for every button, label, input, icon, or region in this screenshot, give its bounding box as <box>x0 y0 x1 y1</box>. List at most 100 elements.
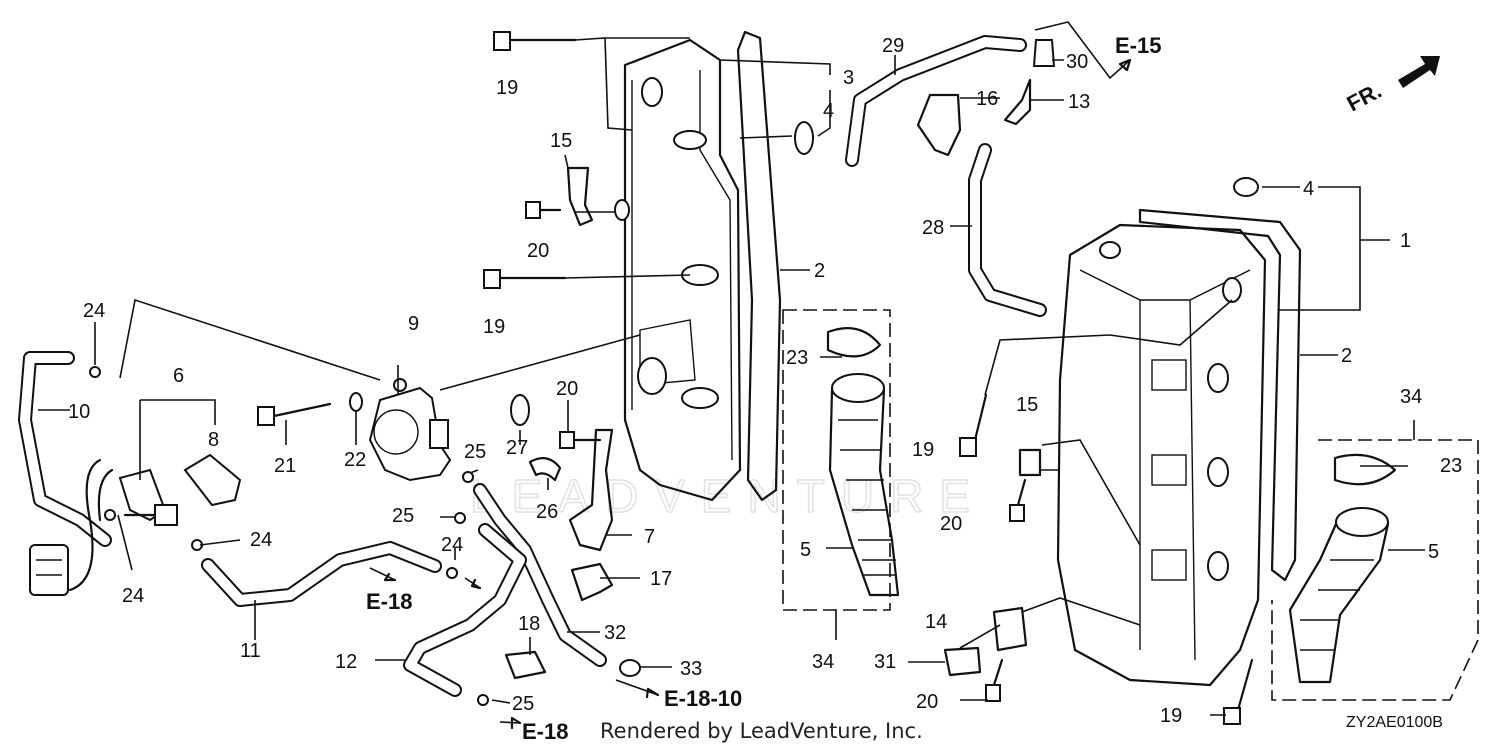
callout-2: 2 <box>814 260 825 282</box>
callout-6: 6 <box>173 365 184 387</box>
hose-29[interactable] <box>845 35 1027 167</box>
callout-15: 15 <box>550 130 572 152</box>
callout-25: 25 <box>512 693 534 715</box>
kit-box-34-right <box>1271 439 1479 701</box>
bracket-15-right[interactable] <box>1018 448 1042 477</box>
head-cover-right[interactable] <box>1056 223 1267 687</box>
callout-4: 4 <box>1303 178 1314 200</box>
callout-12: 12 <box>335 651 357 673</box>
callout-10: 10 <box>68 401 90 423</box>
hose-11[interactable] <box>201 541 442 607</box>
callout-11: 11 <box>240 640 261 662</box>
callout-1: 1 <box>1400 230 1411 252</box>
gasket-right[interactable] <box>1138 208 1302 582</box>
clamp-26[interactable] <box>528 457 562 482</box>
callout-30: 30 <box>1066 51 1088 73</box>
callout-15: 15 <box>1016 394 1038 416</box>
hose-32[interactable] <box>473 483 607 667</box>
bolt-20-right-a[interactable] <box>1009 478 1027 522</box>
callout-20: 20 <box>940 513 962 535</box>
callout-27: 27 <box>506 437 528 459</box>
o-ring-27[interactable] <box>510 394 530 426</box>
cap-8[interactable] <box>183 453 242 507</box>
leader-lines <box>38 21 1425 730</box>
front-label: FR. <box>1343 78 1386 117</box>
callout-19: 19 <box>483 316 505 338</box>
callout-17: 17 <box>650 568 672 590</box>
clips[interactable] <box>89 366 489 706</box>
callout-22: 22 <box>344 449 366 471</box>
sensor-harness[interactable] <box>29 458 114 596</box>
ref-e15[interactable]: E-15 <box>1115 33 1161 58</box>
callout-2: 2 <box>1341 345 1352 367</box>
grommet-15[interactable] <box>614 199 630 221</box>
bolt-20-upper[interactable] <box>525 201 562 219</box>
callout-13: 13 <box>1068 91 1090 113</box>
clamp-33[interactable] <box>619 659 641 677</box>
clamp-23-right[interactable] <box>1333 453 1397 486</box>
callout-23: 23 <box>786 347 808 369</box>
bolt-19-mid[interactable] <box>483 269 567 289</box>
pump-9[interactable] <box>368 378 452 482</box>
clamp-31[interactable] <box>943 646 982 677</box>
callout-32: 32 <box>604 622 626 644</box>
callout-4: 4 <box>823 100 834 122</box>
callout-5: 5 <box>1428 541 1439 563</box>
clamp-18[interactable] <box>504 650 547 680</box>
hose-10[interactable] <box>18 351 112 547</box>
callout-34: 34 <box>1400 386 1422 408</box>
callout-24: 24 <box>441 534 463 556</box>
front-direction-arrow: FR. <box>1343 56 1440 116</box>
washer-22[interactable] <box>349 392 363 412</box>
bolt-20-pump[interactable] <box>559 431 602 449</box>
callout-23: 23 <box>1440 455 1462 477</box>
credit-text: Rendered by LeadVenture, Inc. <box>600 719 923 743</box>
callout-19: 19 <box>1160 705 1182 727</box>
clamp-16[interactable] <box>916 93 962 157</box>
callout-8: 8 <box>208 429 219 451</box>
callout-9: 9 <box>408 313 419 335</box>
breather-tube-5-center[interactable] <box>828 373 900 597</box>
callout-34: 34 <box>812 651 834 673</box>
callout-33: 33 <box>680 658 702 680</box>
grommet-right[interactable] <box>1233 177 1259 197</box>
joint-30[interactable] <box>1032 39 1056 67</box>
bolt-19-top[interactable] <box>493 31 577 51</box>
joint-13[interactable] <box>1003 78 1032 126</box>
callout-21: 21 <box>274 455 296 477</box>
hose-12[interactable] <box>403 523 527 697</box>
callout-20: 20 <box>556 378 578 400</box>
gasket-left[interactable] <box>736 30 782 502</box>
callout-19: 19 <box>912 439 934 461</box>
ref-e18-10[interactable]: E-18-10 <box>664 686 742 711</box>
bracket-15-upper[interactable] <box>566 166 594 227</box>
bolt-20-right-b[interactable] <box>985 658 1004 702</box>
clamp-23-center[interactable] <box>826 327 882 358</box>
callout-25: 25 <box>464 441 486 463</box>
valve-6[interactable] <box>118 468 178 526</box>
callout-31: 31 <box>874 651 896 673</box>
bolt-19-right-a[interactable] <box>959 393 988 457</box>
callout-29: 29 <box>882 35 904 57</box>
callout-28: 28 <box>922 217 944 239</box>
breather-tube-5-right[interactable] <box>1288 507 1390 684</box>
callout-14: 14 <box>925 611 947 633</box>
bolt-19-right-b[interactable] <box>1223 658 1254 725</box>
callout-3: 3 <box>843 67 854 89</box>
callout-20: 20 <box>527 240 549 262</box>
bolt-21[interactable] <box>257 402 332 426</box>
grommet-left[interactable] <box>794 121 814 155</box>
callout-5: 5 <box>800 539 811 561</box>
ref-e18-left[interactable]: E-18 <box>366 589 412 614</box>
callout-19: 19 <box>496 77 518 99</box>
head-cover-left[interactable] <box>623 38 742 502</box>
ref-e18-bottom[interactable]: E-18 <box>522 719 568 744</box>
clamp-17[interactable] <box>570 562 614 602</box>
bracket-7[interactable] <box>568 428 614 552</box>
callout-18: 18 <box>518 613 540 635</box>
callout-24: 24 <box>83 300 105 322</box>
bracket-14[interactable] <box>992 606 1028 652</box>
hose-28[interactable] <box>968 143 1047 317</box>
callout-25: 25 <box>392 505 414 527</box>
kit-box-34-center <box>782 309 891 611</box>
